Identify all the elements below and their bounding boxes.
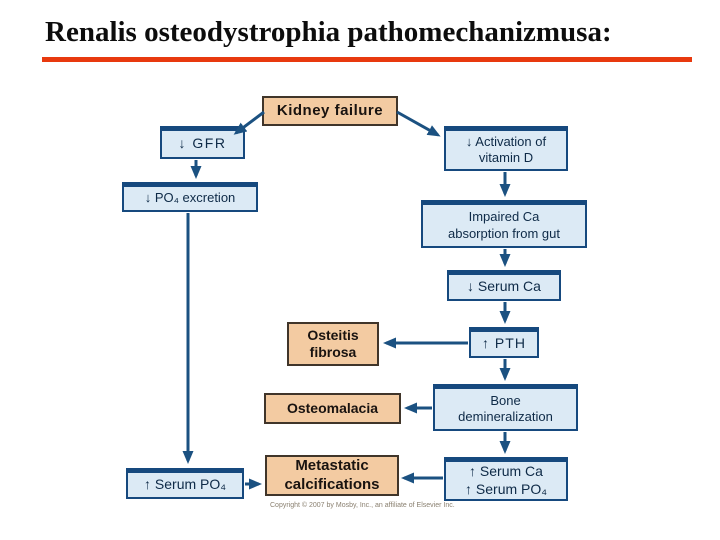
node-osteomalacia: Osteomalacia xyxy=(264,393,401,424)
node-label-line1: ↓ Activation of xyxy=(465,133,547,149)
node-label: Osteomalacia xyxy=(286,399,379,416)
node-metastatic-calcifications: Metastatic calcifications xyxy=(265,455,399,496)
node-impaired-ca-absorption: Impaired Ca absorption from gut xyxy=(421,200,587,248)
node-label-line1: Osteitis xyxy=(307,326,359,343)
node-bone-demineralization: Bone demineralization xyxy=(433,384,578,431)
node-pth: ↑ PTH xyxy=(469,327,539,358)
node-label: ↑ PTH xyxy=(482,335,526,352)
node-label-line2: demineralization xyxy=(458,409,553,424)
node-label-line2: vitamin D xyxy=(478,150,534,165)
node-po4-excretion: ↓ PO₄ excretion xyxy=(122,182,258,212)
node-label-line2: fibrosa xyxy=(309,344,357,360)
node-label-line2: ↑ Serum PO₄ xyxy=(465,480,547,497)
node-kidney-failure: Kidney failure xyxy=(262,96,398,126)
copyright-text: Copyright © 2007 by Mosby, Inc., an affi… xyxy=(270,502,455,509)
node-label: ↑ Serum PO₄ xyxy=(144,476,226,493)
edge-kidney-failure-to-vitamin-d xyxy=(396,110,441,137)
node-label: ↓ GFR xyxy=(178,135,227,152)
node-label: ↓ PO₄ excretion xyxy=(144,190,236,206)
node-activation-vitamin-d: ↓ Activation of vitamin D xyxy=(444,126,568,171)
slide-title: Renalis osteodystrophia pathomechanizmus… xyxy=(45,16,612,48)
node-label: ↓ Serum Ca xyxy=(467,278,541,295)
node-label-line1: ↑ Serum Ca xyxy=(469,463,543,479)
node-serum-po4-high: ↑ Serum PO₄ xyxy=(126,468,244,499)
node-gfr: ↓ GFR xyxy=(160,126,245,159)
node-serum-ca-po4-high: ↑ Serum Ca ↑ Serum PO₄ xyxy=(444,457,568,501)
node-label-line1: Bone xyxy=(490,392,521,408)
node-label-line2: calcifications xyxy=(284,475,380,493)
node-osteitis-fibrosa: Osteitis fibrosa xyxy=(287,322,379,366)
node-label-line1: Impaired Ca xyxy=(468,209,540,225)
node-label: Kidney failure xyxy=(276,101,384,119)
node-label-line1: Metastatic xyxy=(295,456,369,474)
node-serum-ca-low: ↓ Serum Ca xyxy=(447,270,561,301)
title-underline-rule xyxy=(42,57,692,62)
node-label-line2: absorption from gut xyxy=(447,225,560,241)
